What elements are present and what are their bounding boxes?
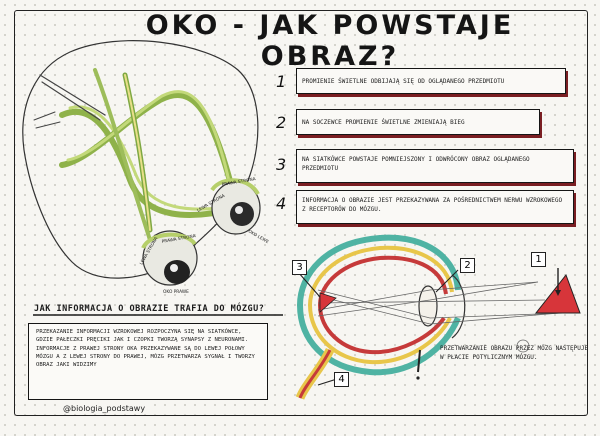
page-frame <box>14 10 588 416</box>
step-box-3: NA SIATKÓWCE POWSTAJE POMNIEJSZONY I ODW… <box>296 149 574 183</box>
eye-cross-section <box>295 234 581 400</box>
step-text-2: NA SOCZEWCE PROMIENIE ŚWIETLNE ZMIENIAJĄ… <box>302 119 465 126</box>
step-box-1: PROMIENIE ŚWIETLNE ODBIJAJĄ SIĘ OD OGLĄD… <box>296 68 566 94</box>
step-text-3: NA SIATKÓWCE POWSTAJE POMNIEJSZONY I ODW… <box>302 156 530 172</box>
eye-left-drawing <box>210 178 261 235</box>
optic-nerve-paths <box>33 68 243 242</box>
step-number-3: 3 <box>276 155 287 174</box>
step-text-4: INFORMACJA O OBRAZIE JEST PRZEKAZYWANA Z… <box>302 197 563 213</box>
step-box-4: INFORMACJA O OBRAZIE JEST PRZEKAZYWANA Z… <box>296 190 574 224</box>
page-title: OKO - JAK POWSTAJE OBRAZ? <box>145 10 515 72</box>
marker-2: 2 <box>460 258 475 273</box>
label-right-side-upper: PRAWA STRONA <box>221 176 256 188</box>
label-left-eye: OKO LEWE <box>247 229 270 246</box>
marker-4: 4 <box>334 372 349 387</box>
step-number-1: 1 <box>276 72 287 91</box>
info-text: PRZEKAZANIE INFORMACJI WZROKOWEJ ROZPOCZ… <box>36 329 255 369</box>
author-handle: @biologia_podstawy <box>60 404 149 413</box>
brain-note: PRZETWARZANIE OBRAZU PRZEZ MÓZG NASTĘPUJ… <box>440 345 589 361</box>
label-right-eye: OKO PRAWE <box>163 289 189 295</box>
section-heading: JAK INFORMACJA O OBRAZIE TRAFIA DO MÓZGU… <box>34 304 265 314</box>
eye-right-drawing <box>141 230 198 286</box>
step-box-2: NA SOCZEWCE PROMIENIE ŚWIETLNE ZMIENIAJĄ… <box>296 109 540 135</box>
marker-1: 1 <box>531 252 546 267</box>
info-box: PRZEKAZANIE INFORMACJI WZROKOWEJ ROZPOCZ… <box>28 323 268 400</box>
step-number-4: 4 <box>276 194 287 213</box>
step-text-1: PROMIENIE ŚWIETLNE ODBIJAJĄ SIĘ OD OGLĄD… <box>302 78 505 85</box>
step-number-2: 2 <box>276 113 287 132</box>
marker-3: 3 <box>292 260 307 275</box>
label-right-side-lower: PRAWA STRONA <box>161 233 196 245</box>
